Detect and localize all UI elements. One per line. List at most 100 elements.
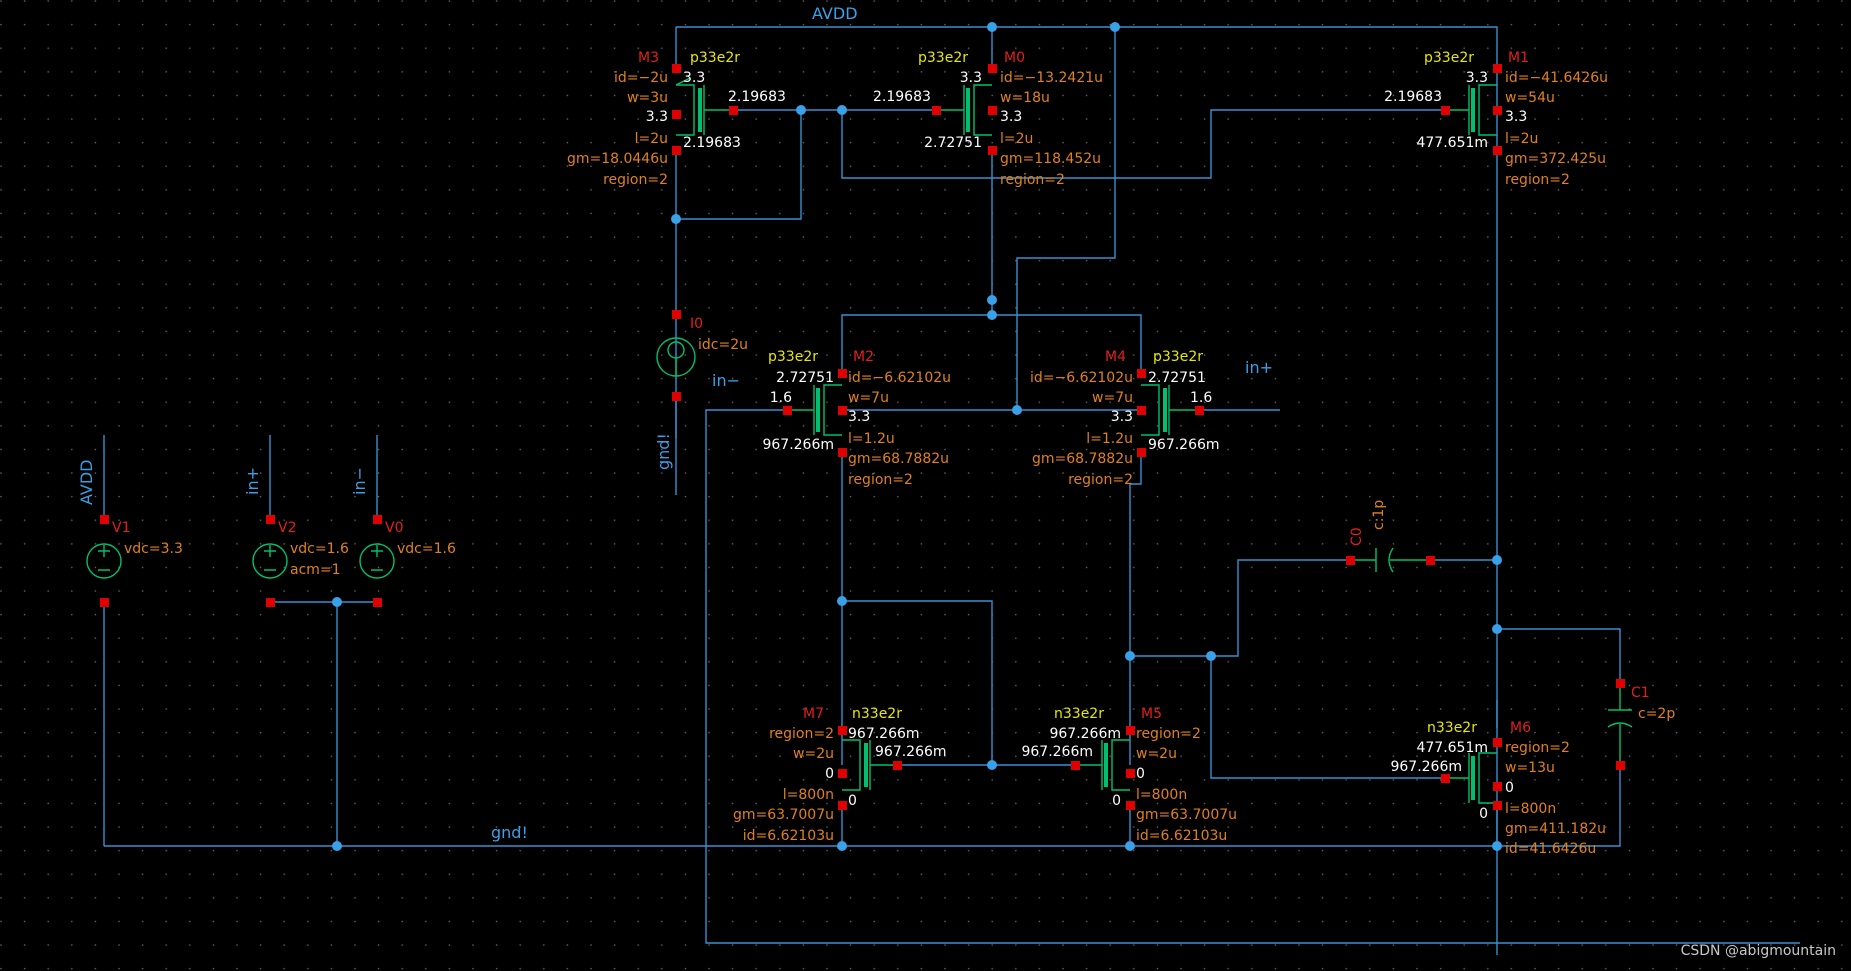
- m0-symbol[interactable]: [937, 84, 992, 136]
- m2-region: region=2: [848, 472, 913, 488]
- m6-w: w=13u: [1505, 760, 1555, 776]
- m7-id: id=6.62103u: [743, 828, 834, 844]
- m1-w: w=54u: [1505, 90, 1555, 106]
- m4-region: region=2: [1068, 472, 1133, 488]
- i0-symbol[interactable]: [656, 337, 696, 377]
- m2-vd: 967.266m: [762, 437, 834, 453]
- net-labels: AVDD in− in+ gnd! gnd! AVDD in+ in−: [77, 4, 1273, 842]
- m5-id: id=6.62103u: [1136, 828, 1227, 844]
- v1-symbol[interactable]: [86, 543, 122, 579]
- m6-name: M6: [1510, 720, 1531, 736]
- m4-labels: M4 p33e2r id=−6.62102u 2.72751 w=7u 1.6 …: [1030, 349, 1220, 488]
- m5-labels: n33e2r M5 967.266m region=2 967.266m w=2…: [1021, 706, 1237, 844]
- m1-region: region=2: [1505, 172, 1570, 188]
- m4-vb: 3.3: [1111, 409, 1133, 425]
- m1-l: l=2u: [1505, 131, 1538, 147]
- m5-name: M5: [1141, 706, 1162, 722]
- m1-vs: 3.3: [1466, 70, 1488, 86]
- capacitor-labels: C0 c:1p C1 c=2p: [1349, 500, 1675, 722]
- m3-l: l=2u: [635, 131, 668, 147]
- m7-vb: 0: [825, 766, 834, 782]
- m4-vg: 1.6: [1190, 390, 1212, 406]
- v2-symbol[interactable]: [252, 543, 288, 579]
- m5-model: n33e2r: [1054, 706, 1104, 722]
- m2-gm: gm=68.7882u: [848, 451, 949, 467]
- m1-name: M1: [1508, 50, 1529, 66]
- m1-symbol[interactable]: [1445, 84, 1497, 136]
- m7-gm: gm=63.7007u: [733, 807, 834, 823]
- m7-vd: 967.266m: [848, 726, 920, 742]
- i0-labels: I0 idc=2u: [690, 316, 748, 353]
- m3-name: M3: [638, 50, 659, 66]
- m3-model: p33e2r: [690, 50, 740, 66]
- m3-symbol[interactable]: [675, 77, 733, 136]
- source-labels: V1 vdc=3.3 V2 vdc=1.6 acm=1 V0 vdc=1.6: [112, 520, 456, 578]
- m7-vg: 967.266m: [875, 744, 947, 760]
- m1-vb: 3.3: [1505, 109, 1527, 125]
- m4-model: p33e2r: [1153, 349, 1203, 365]
- m6-gm: gm=411.182u: [1505, 821, 1606, 837]
- m6-l: l=800n: [1505, 801, 1556, 817]
- m6-model: n33e2r: [1427, 720, 1477, 736]
- m4-id: id=−6.62102u: [1030, 370, 1133, 386]
- m5-vb: 0: [1136, 766, 1145, 782]
- m3-gm: gm=18.0446u: [567, 151, 668, 167]
- m7-name: M7: [803, 706, 824, 722]
- m6-id: id=41.6426u: [1505, 841, 1596, 857]
- v0-symbol[interactable]: [359, 543, 395, 579]
- m2-l: l=1.2u: [848, 431, 895, 447]
- net-in-plus: in+: [1245, 358, 1273, 377]
- m3-vs: 3.3: [683, 70, 705, 86]
- c0-c: c:1p: [1371, 500, 1387, 530]
- v1-name: V1: [112, 520, 130, 536]
- v2-name: V2: [278, 520, 296, 536]
- m4-vd: 967.266m: [1148, 437, 1220, 453]
- m7-labels: M7 n33e2r region=2 967.266m w=2u 967.266…: [733, 706, 947, 844]
- m5-region: region=2: [1136, 726, 1201, 742]
- m1-gm: gm=372.425u: [1505, 151, 1606, 167]
- m4-l: l=1.2u: [1086, 431, 1133, 447]
- m2-name: M2: [853, 349, 874, 365]
- m2-w: w=7u: [848, 390, 889, 406]
- m7-vs: 0: [848, 793, 857, 809]
- m2-model: p33e2r: [768, 349, 818, 365]
- net-avdd-top: AVDD: [812, 4, 858, 23]
- v2-vdc: vdc=1.6: [290, 541, 349, 557]
- c0-symbol[interactable]: [1350, 547, 1430, 573]
- watermark: CSDN @abigmountain: [1681, 943, 1836, 959]
- m1-model: p33e2r: [1424, 50, 1474, 66]
- m4-symbol[interactable]: [1141, 384, 1199, 436]
- v2-acm: acm=1: [290, 562, 341, 578]
- c1-c: c=2p: [1638, 706, 1675, 722]
- m7-l: l=800n: [783, 787, 834, 803]
- m5-vg: 967.266m: [1021, 744, 1093, 760]
- m0-vg: 2.19683: [873, 89, 931, 105]
- v1-vdc: vdc=3.3: [124, 541, 183, 557]
- m2-id: id=−6.62102u: [848, 370, 951, 386]
- m0-vb: 3.3: [1000, 109, 1022, 125]
- c0-name: C0: [1349, 527, 1365, 546]
- m2-vs: 2.72751: [776, 370, 834, 386]
- m6-labels: n33e2r M6 477.651m region=2 967.266m w=1…: [1390, 720, 1606, 857]
- device-symbols: [86, 77, 1633, 804]
- m4-vs: 2.72751: [1148, 370, 1206, 386]
- m7-model: n33e2r: [852, 706, 902, 722]
- m0-l: l=2u: [1000, 131, 1033, 147]
- m0-vd: 2.72751: [924, 135, 982, 151]
- m7-symbol[interactable]: [842, 739, 897, 791]
- m1-id: id=−41.6426u: [1505, 70, 1608, 86]
- c1-symbol[interactable]: [1607, 683, 1633, 765]
- m5-gm: gm=63.7007u: [1136, 807, 1237, 823]
- v0-name: V0: [385, 520, 403, 536]
- m4-name: M4: [1105, 349, 1126, 365]
- m0-region: region=2: [1000, 172, 1065, 188]
- net-gnd-bottom: gnd!: [491, 823, 528, 842]
- m6-symbol[interactable]: [1445, 752, 1497, 804]
- m3-labels: M3 p33e2r id=−2u w=3u l=2u gm=18.0446u r…: [567, 50, 786, 188]
- net-in-minus: in−: [712, 371, 740, 390]
- m7-region: region=2: [769, 726, 834, 742]
- m0-vs: 3.3: [960, 70, 982, 86]
- m3-region: region=2: [603, 172, 668, 188]
